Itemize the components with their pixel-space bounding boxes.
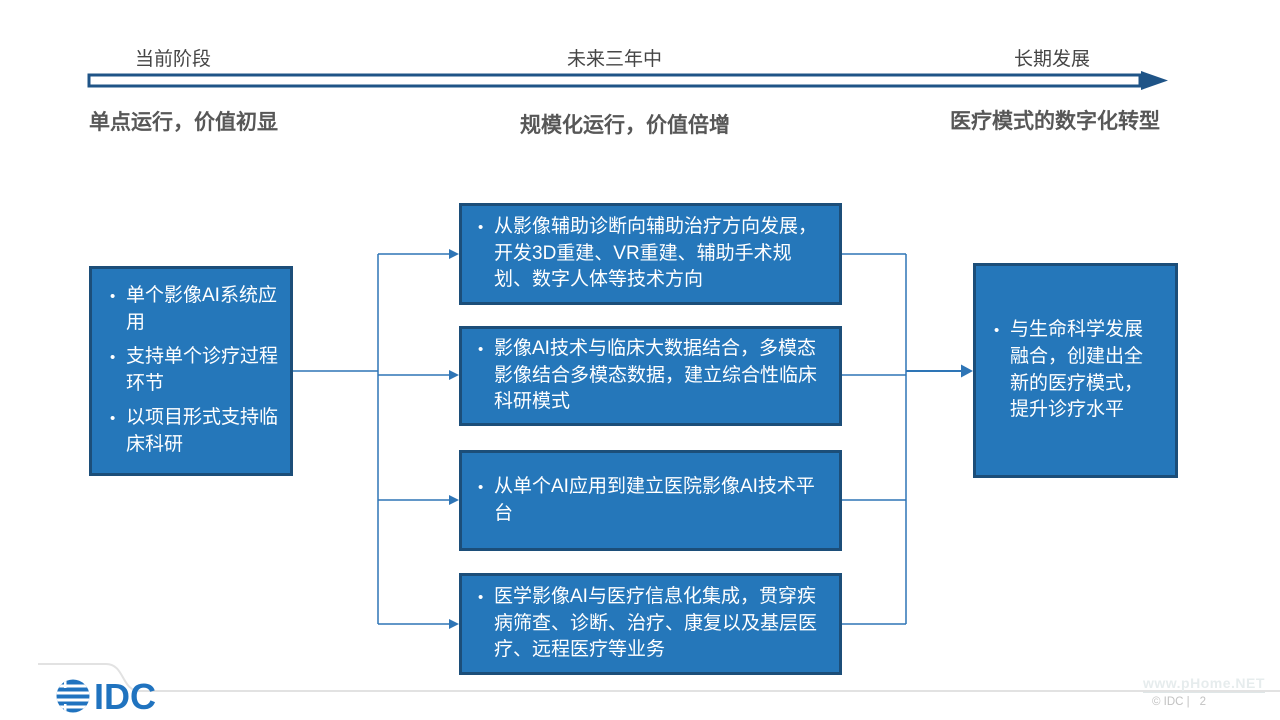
bullet-item: 与生命科学发展融合，创建出全新的医疗模式，提升诊疗水平 (990, 317, 1159, 425)
idc-logo: IDC (56, 676, 156, 717)
bullet-item: 从单个AI应用到建立医院影像AI技术平台 (474, 474, 827, 528)
watermark-text: www.pHome.NET (1143, 675, 1265, 693)
bullet-item: 以项目形式支持临床科研 (106, 405, 280, 459)
timeline-arrow (87, 71, 1168, 90)
phase-label-scale: 规模化运行，价值倍增 (520, 114, 730, 137)
stage-label-long-term: 长期发展 (1014, 49, 1091, 70)
stage-label-next-three-years: 未来三年中 (567, 49, 663, 70)
right-stage-box: 与生命科学发展融合，创建出全新的医疗模式，提升诊疗水平 (973, 263, 1178, 478)
stage-label-current: 当前阶段 (135, 49, 212, 70)
phase-label-single-point: 单点运行，价值初显 (89, 111, 278, 134)
connector-arrowhead-icons (449, 249, 973, 629)
idc-globe-icon (56, 679, 90, 713)
bullet-item: 单个影像AI系统应用 (106, 283, 280, 337)
timeline-arrowhead-icon (1141, 71, 1168, 90)
bullet-item: 从影像辅助诊断向辅助治疗方向发展，开发3D重建、VR重建、辅助手术规划、数字人体… (474, 214, 827, 295)
middle-box-ai-platform: 从单个AI应用到建立医院影像AI技术平台 (459, 450, 842, 551)
middle-box-big-data: 影像AI技术与临床大数据结合，多模态影像结合多模态数据，建立综合性临床科研模式 (459, 326, 842, 426)
middle-box-it-integration: 医学影像AI与医疗信息化集成，贯穿疾病筛查、诊断、治疗、康复以及基层医疗、远程医… (459, 573, 842, 675)
idc-logo-text: IDC (94, 676, 156, 717)
copyright-text: © IDC | (1152, 696, 1190, 708)
bullet-item: 医学影像AI与医疗信息化集成，贯穿疾病筛查、诊断、治疗、康复以及基层医疗、远程医… (474, 584, 827, 665)
bullet-item: 影像AI技术与临床大数据结合，多模态影像结合多模态数据，建立综合性临床科研模式 (474, 336, 827, 417)
page-number: 2 (1199, 696, 1207, 708)
bullet-item: 支持单个诊疗过程环节 (106, 344, 280, 398)
flow-connectors (293, 253, 962, 625)
phase-label-digital-transformation: 医疗模式的数字化转型 (950, 110, 1160, 133)
footer-copyright: © IDC | 2 (1152, 696, 1206, 708)
middle-box-treatment-direction: 从影像辅助诊断向辅助治疗方向发展，开发3D重建、VR重建、辅助手术规划、数字人体… (459, 203, 842, 305)
left-stage-box: 单个影像AI系统应用 支持单个诊疗过程环节 以项目形式支持临床科研 (89, 266, 293, 476)
